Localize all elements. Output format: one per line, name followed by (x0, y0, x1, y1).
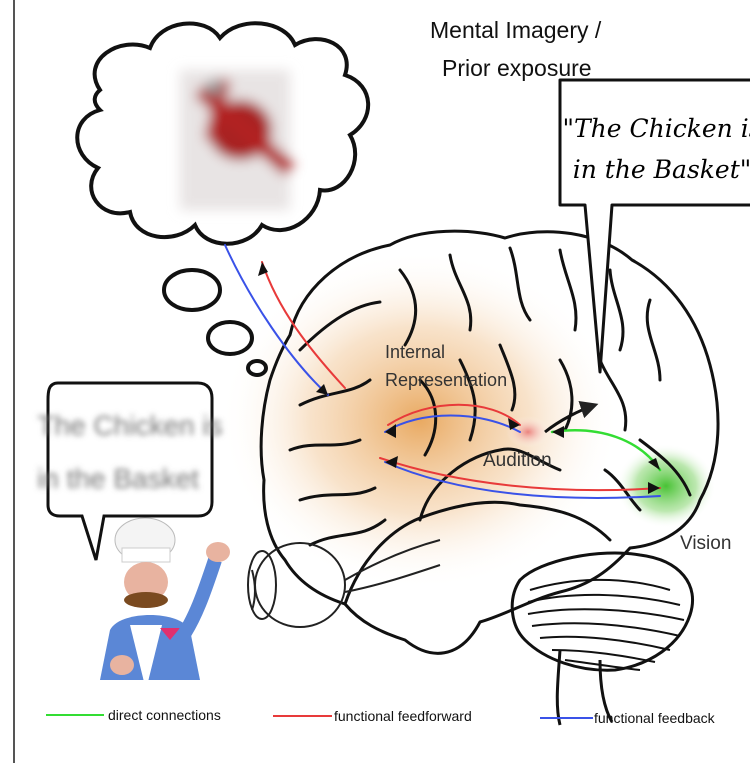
label-mental-imagery-line1: Mental Imagery / (430, 17, 602, 43)
legend: direct connections functional feedforwar… (46, 707, 716, 726)
label-internal-line2: Representation (385, 370, 507, 390)
speech-right-line2: in the Basket" (573, 155, 750, 184)
vision-area-glow (616, 444, 716, 528)
label-vision: Vision (680, 533, 731, 554)
legend-label-feedback: functional feedback (594, 710, 716, 726)
legend-label-direct: direct connections (108, 707, 221, 723)
label-internal-line1: Internal (385, 342, 445, 362)
legend-label-feedforward: functional feedforward (334, 708, 472, 724)
mental-image-blurred (180, 70, 290, 210)
speech-right-line1: "The Chicken is (562, 114, 750, 143)
label-audition: Audition (483, 450, 552, 471)
label-mental-imagery-line2: Prior exposure (442, 55, 592, 81)
chef-character (100, 518, 230, 690)
cerebellum (512, 553, 692, 670)
speech-left-line2: in the Basket (37, 463, 199, 494)
speech-left-line1: The Chicken is (37, 410, 222, 441)
